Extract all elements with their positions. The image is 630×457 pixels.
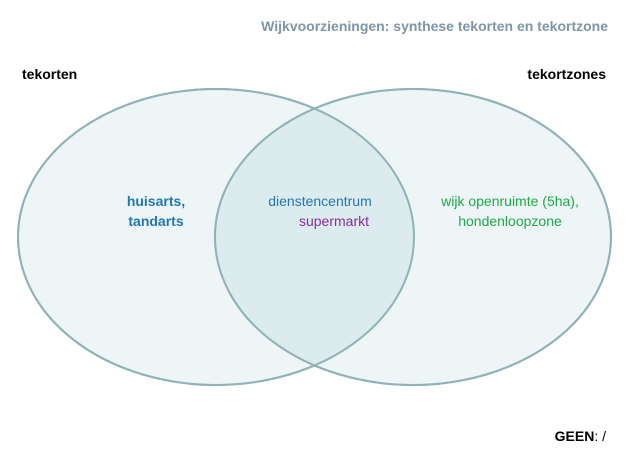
footer-value: : /	[594, 428, 606, 444]
footer-key: GEEN	[554, 428, 595, 444]
region-item: wijk openruimte (5ha),	[441, 193, 579, 209]
region-item: tandarts	[128, 213, 184, 229]
circle-tekortzones-outline	[214, 88, 612, 386]
region-intersection: dienstencentrum supermarkt	[240, 191, 400, 231]
diagram-title: Wijkvoorzieningen: synthese tekorten en …	[261, 18, 608, 34]
set-label-tekorten: tekorten	[22, 66, 78, 82]
region-tekortzones-only: wijk openruimte (5ha), hondenloopzone	[420, 191, 600, 231]
region-tekorten-only: huisarts, tandarts	[96, 191, 216, 231]
region-item: dienstencentrum	[268, 193, 372, 209]
region-item: hondenloopzone	[458, 213, 562, 229]
footer-note: GEEN: /	[555, 428, 606, 444]
region-item: supermarkt	[298, 213, 370, 229]
region-item: huisarts,	[126, 193, 186, 209]
set-label-tekortzones: tekortzones	[527, 66, 606, 82]
circle-tekorten-outline	[17, 88, 415, 386]
